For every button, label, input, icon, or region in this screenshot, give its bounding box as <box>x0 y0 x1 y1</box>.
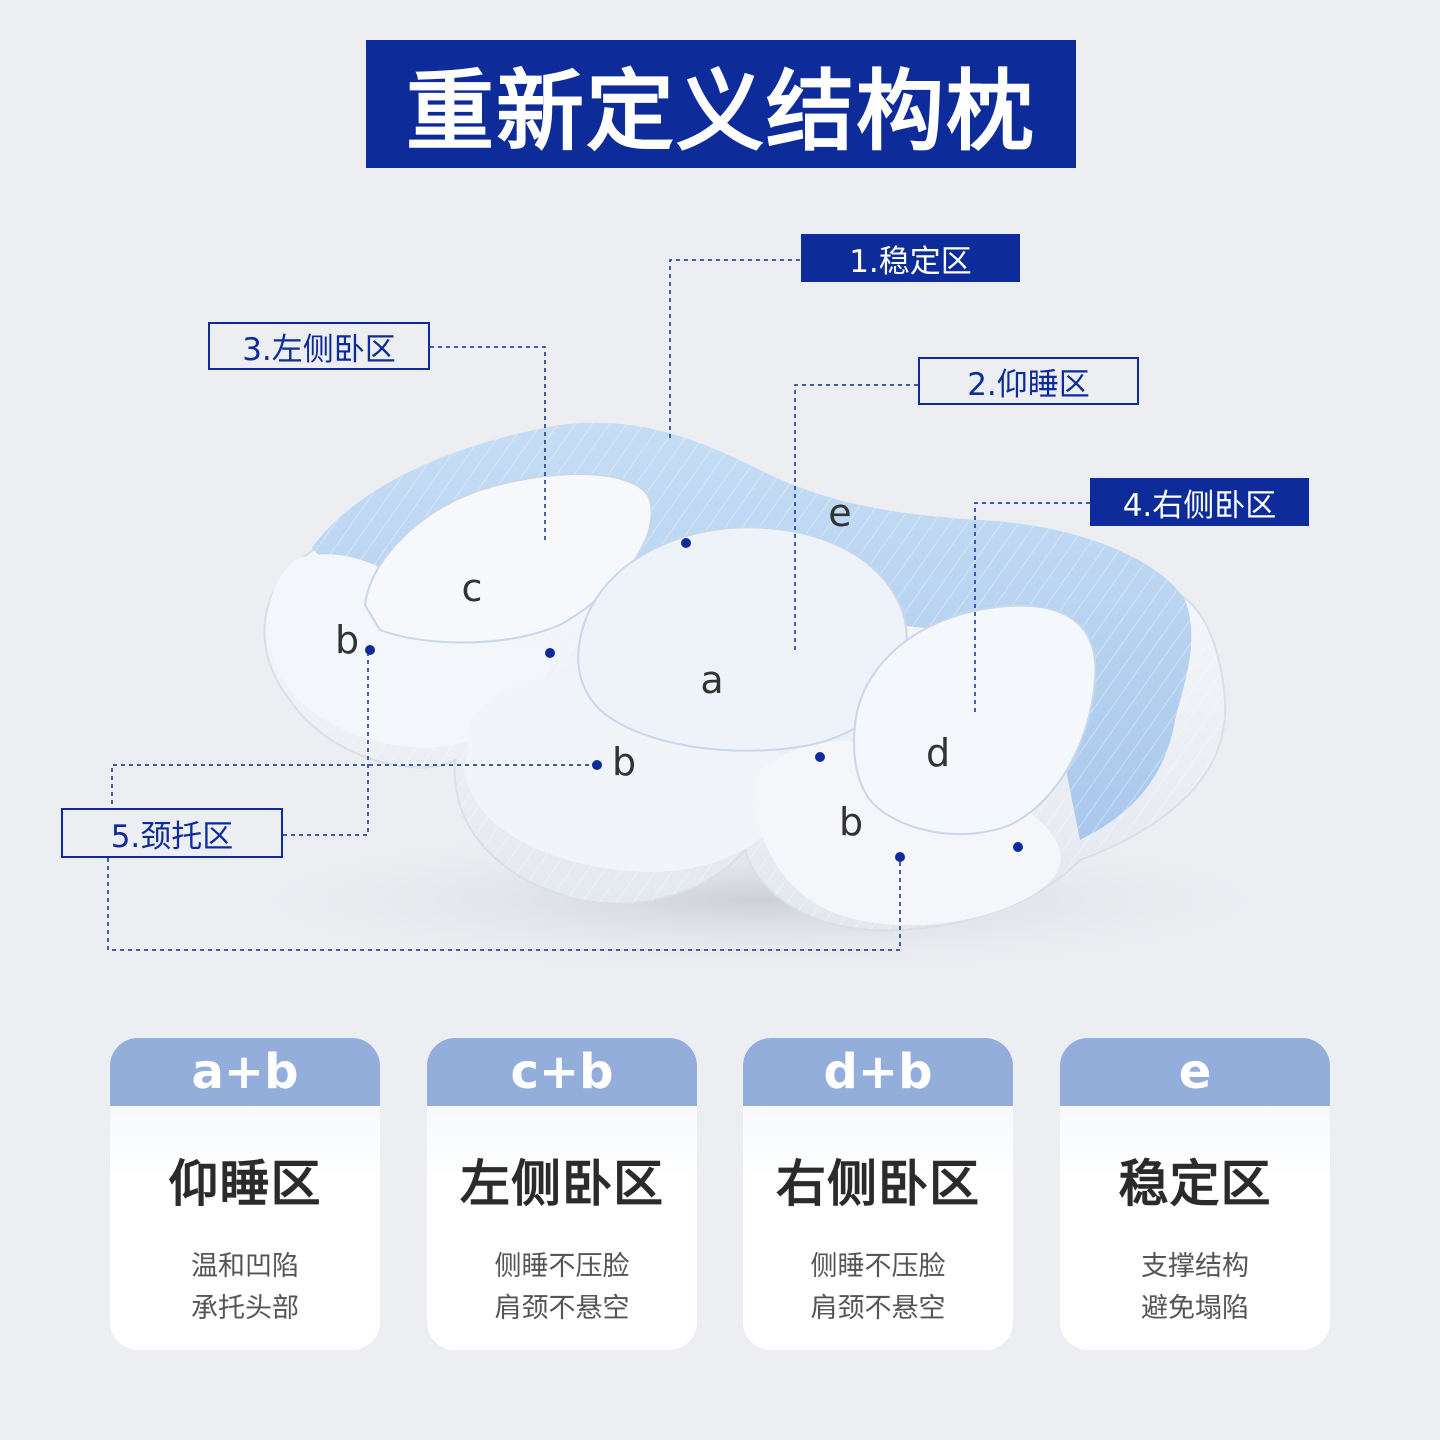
card-title: 右侧卧区 <box>776 1155 980 1213</box>
callout-left-side-label: 3.左侧卧区 <box>242 331 396 368</box>
callout-left-side-zone: 3.左侧卧区 <box>208 322 430 370</box>
callout-neck-zone: 5.颈托区 <box>61 808 283 858</box>
card-title: 左侧卧区 <box>460 1155 664 1213</box>
zone-letter-c: c <box>461 566 483 610</box>
callout-supine-zone: 2.仰睡区 <box>918 357 1139 405</box>
dot-d-edge <box>1013 842 1023 852</box>
dot-b-center <box>592 760 602 770</box>
callout-stable-zone: 1.稳定区 <box>801 234 1020 282</box>
dot-e <box>681 538 691 548</box>
leader-supine <box>794 384 918 650</box>
marker-dots <box>365 538 1023 862</box>
zone-letter-b-right: b <box>838 800 864 844</box>
page-title: 重新定义结构枕 <box>405 59 1036 163</box>
card-header: a+b <box>110 1038 380 1106</box>
dot-b-right <box>895 852 905 862</box>
card-header: c+b <box>427 1038 697 1106</box>
card-header: e <box>1060 1038 1330 1106</box>
card-description: 侧睡不压脸 肩颈不悬空 <box>427 1246 697 1330</box>
leader-stable <box>669 259 800 440</box>
zone-letter-b-left: b <box>334 618 360 662</box>
card-desc-line: 承托头部 <box>191 1293 299 1324</box>
card-title: 稳定区 <box>1118 1155 1272 1213</box>
card-header: d+b <box>743 1038 1013 1106</box>
pillow-front-left <box>267 554 552 748</box>
callout-right-side-zone: 4.右侧卧区 <box>1090 478 1309 526</box>
feature-card-right-side: d+b 右侧卧区 侧睡不压脸 肩颈不悬空 <box>743 1038 1013 1350</box>
page-title-banner: 重新定义结构枕 <box>366 40 1076 168</box>
leader-neck-top <box>111 764 597 808</box>
zone-c-shape <box>363 472 653 644</box>
dot-b-left <box>365 645 375 655</box>
leader-neck-right <box>283 650 369 836</box>
card-desc-line: 侧睡不压脸 <box>810 1251 946 1282</box>
feature-card-left-side: c+b 左侧卧区 侧睡不压脸 肩颈不悬空 <box>427 1038 697 1350</box>
feature-card-supine: a+b 仰睡区 温和凹陷 承托头部 <box>110 1038 380 1350</box>
dot-b-right-top <box>815 752 825 762</box>
zone-letter-d: d <box>925 731 951 775</box>
callout-stable-label: 1.稳定区 <box>849 243 972 280</box>
dot-b-center-top <box>545 648 555 658</box>
zone-letter-b-center: b <box>611 740 637 784</box>
leader-neck-bottom <box>107 857 901 951</box>
leader-left-side <box>430 346 546 540</box>
callout-right-side-label: 4.右侧卧区 <box>1122 487 1277 524</box>
card-desc-line: 温和凹陷 <box>191 1251 299 1282</box>
card-desc-line: 支撑结构 <box>1141 1251 1249 1282</box>
card-desc-line: 避免塌陷 <box>1141 1293 1249 1324</box>
callout-neck-label: 5.颈托区 <box>110 818 234 855</box>
card-description: 温和凹陷 承托头部 <box>110 1246 380 1330</box>
leader-right-side <box>974 502 1090 715</box>
zone-letter-e: e <box>828 491 852 535</box>
card-desc-line: 肩颈不悬空 <box>494 1293 630 1324</box>
zone-d-shape <box>852 604 1097 836</box>
card-desc-line: 肩颈不悬空 <box>810 1293 946 1324</box>
feature-card-stable: e 稳定区 支撑结构 避免塌陷 <box>1060 1038 1330 1350</box>
card-desc-line: 侧睡不压脸 <box>494 1251 630 1282</box>
card-title: 仰睡区 <box>168 1155 322 1213</box>
card-description: 支撑结构 避免塌陷 <box>1060 1246 1330 1330</box>
pillow-illustration <box>107 259 1320 980</box>
zone-letter-a: a <box>700 658 724 702</box>
card-description: 侧睡不压脸 肩颈不悬空 <box>743 1246 1013 1330</box>
callout-supine-label: 2.仰睡区 <box>967 366 1090 403</box>
leader-lines <box>107 259 1090 951</box>
